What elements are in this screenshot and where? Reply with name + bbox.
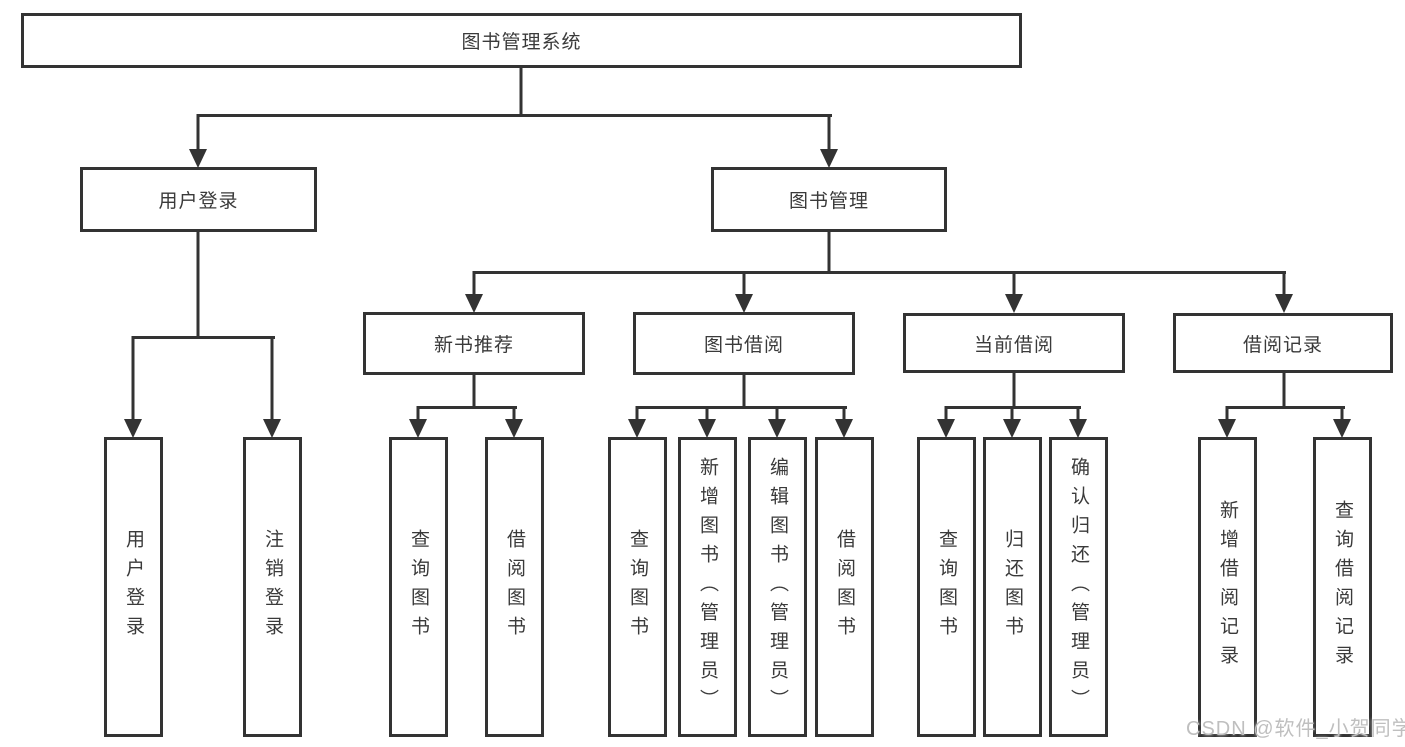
leaf-borrow-add-books-admin-label: 新增图书（管理员） xyxy=(697,456,718,718)
connector-to-cb-confirm xyxy=(1076,406,1080,422)
arrow-down-new-book-recommend xyxy=(465,294,483,313)
connector-to-bb-query xyxy=(635,406,639,422)
connector-to-leaf-user-login xyxy=(131,336,135,422)
connector-new-book-split xyxy=(417,406,517,409)
connector-book-management-stem xyxy=(827,230,831,274)
connector-to-cb-return xyxy=(1010,406,1014,422)
connector-to-current-borrow xyxy=(1012,271,1016,297)
connector-book-borrow-stem xyxy=(742,373,746,409)
arrow-down-cb-return xyxy=(1003,419,1021,438)
node-root: 图书管理系统 xyxy=(21,13,1022,68)
leaf-current-confirm-return-admin: 确认归还（管理员） xyxy=(1049,437,1108,737)
connector-root-stem xyxy=(519,66,523,116)
connector-to-new-book-recommend xyxy=(472,271,476,297)
arrow-down-br-query xyxy=(1333,419,1351,438)
leaf-user-login: 用户登录 xyxy=(104,437,163,737)
connector-book-borrow-split xyxy=(636,406,847,409)
connector-borrow-records-stem xyxy=(1282,371,1286,409)
node-borrow-records: 借阅记录 xyxy=(1173,313,1393,373)
arrow-down-bb-query xyxy=(628,419,646,438)
leaf-borrow-edit-books-admin: 编辑图书（管理员） xyxy=(748,437,807,737)
connector-to-cb-query xyxy=(944,406,948,422)
leaf-logout: 注销登录 xyxy=(243,437,302,737)
leaf-borrow-query-books-label: 查询图书 xyxy=(627,529,648,645)
leaf-borrow-borrow-books: 借阅图书 xyxy=(815,437,874,737)
leaf-borrow-edit-books-admin-label: 编辑图书（管理员） xyxy=(767,456,788,718)
leaf-records-query-record: 查询借阅记录 xyxy=(1313,437,1372,737)
arrow-down-bb-borrow xyxy=(835,419,853,438)
connector-to-leaf-logout xyxy=(270,336,274,422)
leaf-borrow-add-books-admin: 新增图书（管理员） xyxy=(678,437,737,737)
connector-to-book-management xyxy=(827,114,831,152)
connector-book-management-split xyxy=(473,271,1286,274)
arrow-down-book-management xyxy=(820,149,838,168)
leaf-current-return-books-label: 归还图书 xyxy=(1002,529,1023,645)
node-user-login-label: 用户登录 xyxy=(158,191,239,212)
arrow-down-bb-add xyxy=(698,419,716,438)
node-book-management-label: 图书管理 xyxy=(788,191,869,212)
connector-user-login-stem xyxy=(196,230,200,338)
node-current-borrow: 当前借阅 xyxy=(903,313,1125,373)
leaf-borrow-query-books: 查询图书 xyxy=(608,437,667,737)
connector-new-book-stem xyxy=(472,373,476,409)
arrow-down-borrow-records xyxy=(1275,294,1293,313)
connector-to-br-add xyxy=(1225,406,1229,422)
leaf-current-confirm-return-admin-label: 确认归还（管理员） xyxy=(1068,456,1089,718)
node-book-management: 图书管理 xyxy=(711,167,947,232)
leaf-records-add-record-label: 新增借阅记录 xyxy=(1217,500,1238,674)
node-user-login: 用户登录 xyxy=(80,167,317,232)
connector-to-borrow-records xyxy=(1282,271,1286,297)
node-current-borrow-label: 当前借阅 xyxy=(973,334,1054,356)
connector-to-book-borrow xyxy=(742,271,746,297)
leaf-newbook-query-books-label: 查询图书 xyxy=(408,529,429,645)
node-book-borrow-label: 图书借阅 xyxy=(703,335,784,356)
connector-to-bb-edit xyxy=(775,406,779,422)
arrow-down-book-borrow xyxy=(735,294,753,313)
connector-to-bb-borrow xyxy=(842,406,846,422)
connector-current-borrow-stem xyxy=(1012,371,1016,409)
connector-borrow-records-split xyxy=(1226,406,1345,409)
leaf-newbook-borrow-books-label: 借阅图书 xyxy=(504,529,525,645)
node-root-label: 图书管理系统 xyxy=(461,32,582,53)
connector-user-login-split xyxy=(132,336,275,339)
leaf-current-query-books-label: 查询图书 xyxy=(936,529,957,645)
arrow-down-nb-borrow xyxy=(505,419,523,438)
node-new-book-recommend-label: 新书推荐 xyxy=(433,335,514,356)
connector-root-split xyxy=(197,114,832,117)
node-borrow-records-label: 借阅记录 xyxy=(1242,334,1323,356)
leaf-records-add-record: 新增借阅记录 xyxy=(1198,437,1257,737)
leaf-records-query-record-label: 查询借阅记录 xyxy=(1332,500,1353,674)
connector-to-nb-query xyxy=(416,406,420,422)
csdn-watermark: CSDN @软件_小贺同学 xyxy=(1186,718,1405,740)
arrow-down-cb-confirm xyxy=(1069,419,1087,438)
arrow-down-cb-query xyxy=(937,419,955,438)
connector-to-nb-borrow xyxy=(512,406,516,422)
connector-to-br-query xyxy=(1340,406,1344,422)
connector-to-user-login xyxy=(196,114,200,152)
leaf-newbook-query-books: 查询图书 xyxy=(389,437,448,737)
arrow-down-nb-query xyxy=(409,419,427,438)
arrow-down-leaf-user-login xyxy=(124,419,142,438)
leaf-current-query-books: 查询图书 xyxy=(917,437,976,737)
leaf-user-login-label: 用户登录 xyxy=(123,529,144,645)
arrow-down-bb-edit xyxy=(768,419,786,438)
leaf-current-return-books: 归还图书 xyxy=(983,437,1042,737)
arrow-down-leaf-logout xyxy=(263,419,281,438)
leaf-logout-label: 注销登录 xyxy=(262,529,283,645)
node-book-borrow: 图书借阅 xyxy=(633,312,855,375)
node-new-book-recommend: 新书推荐 xyxy=(363,312,585,375)
leaf-newbook-borrow-books: 借阅图书 xyxy=(485,437,544,737)
arrow-down-user-login xyxy=(189,149,207,168)
leaf-borrow-borrow-books-label: 借阅图书 xyxy=(834,529,855,645)
arrow-down-current-borrow xyxy=(1005,294,1023,313)
arrow-down-br-add xyxy=(1218,419,1236,438)
connector-to-bb-add xyxy=(705,406,709,422)
